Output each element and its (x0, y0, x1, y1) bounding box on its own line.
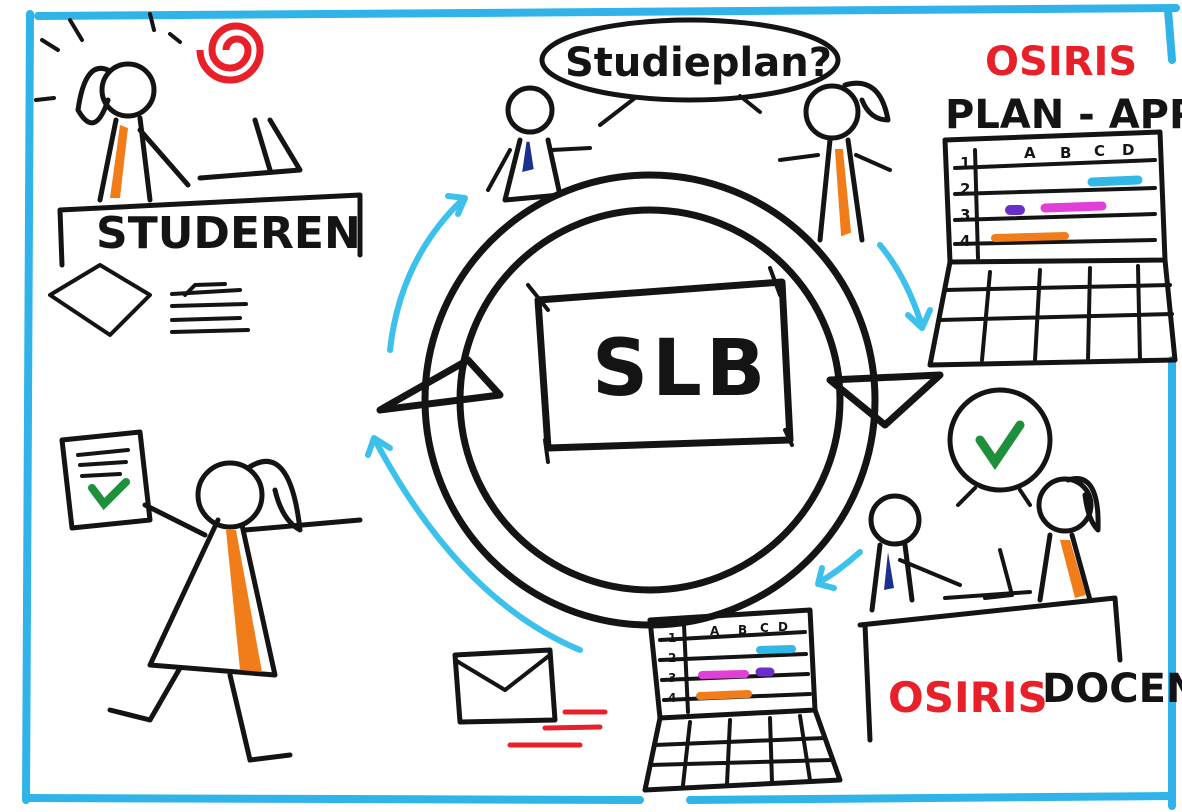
plan-app-col-a: A (1024, 144, 1036, 162)
speech-bubble: Studieplan? (539, 17, 841, 127)
envelope-icon (452, 647, 608, 748)
plan-app-station: OSIRIS PLAN - APP A B C D 1 2 3 4 (927, 39, 1182, 368)
bottom-col-a: A (710, 624, 720, 638)
spiral-icon (196, 22, 264, 84)
docent-label: DOCENT (1042, 666, 1182, 712)
speech-text: Studieplan? (565, 40, 832, 86)
plan-app-col-b: B (1060, 144, 1071, 162)
slb-label: SLB (592, 324, 769, 414)
plan-app-row-1: 1 (960, 154, 970, 172)
studeren-label: STUDEREN (96, 208, 361, 259)
bottom-row-2: 2 (668, 651, 676, 665)
bottom-col-b: B (738, 623, 747, 637)
plan-app-row-2: 2 (960, 180, 970, 198)
plan-app-brand: OSIRIS (985, 39, 1137, 85)
slb-board: SLB (526, 266, 794, 464)
bottom-row-4: 4 (668, 691, 676, 705)
coach-figure (486, 85, 592, 203)
checkmark-icon (947, 387, 1053, 507)
bottom-col-d: D (778, 620, 788, 634)
paper-stack-icon (48, 263, 250, 337)
bottom-laptop: A B C D 1 2 3 4 (642, 607, 843, 793)
document-check-icon (59, 429, 153, 531)
docent-brand: OSIRIS (888, 673, 1048, 722)
plan-app-laptop: A B C D 1 2 3 4 (927, 129, 1178, 368)
plan-app-col-d: D (1122, 141, 1134, 159)
outer-frame (22, 4, 1180, 810)
plan-app-col-c: C (1094, 142, 1105, 160)
bottom-row-3: 3 (668, 671, 676, 685)
bottom-col-c: C (760, 621, 769, 635)
plan-app-row-4: 4 (960, 232, 970, 250)
cycle-arrows (365, 193, 933, 653)
plan-app-row-3: 3 (960, 206, 970, 224)
studying-station: STUDEREN (34, 12, 363, 337)
bottom-row-1: 1 (668, 631, 676, 645)
student-figure-top (778, 80, 892, 243)
happy-student (59, 429, 363, 763)
docent-station: OSIRIS DOCENT (857, 387, 1182, 743)
